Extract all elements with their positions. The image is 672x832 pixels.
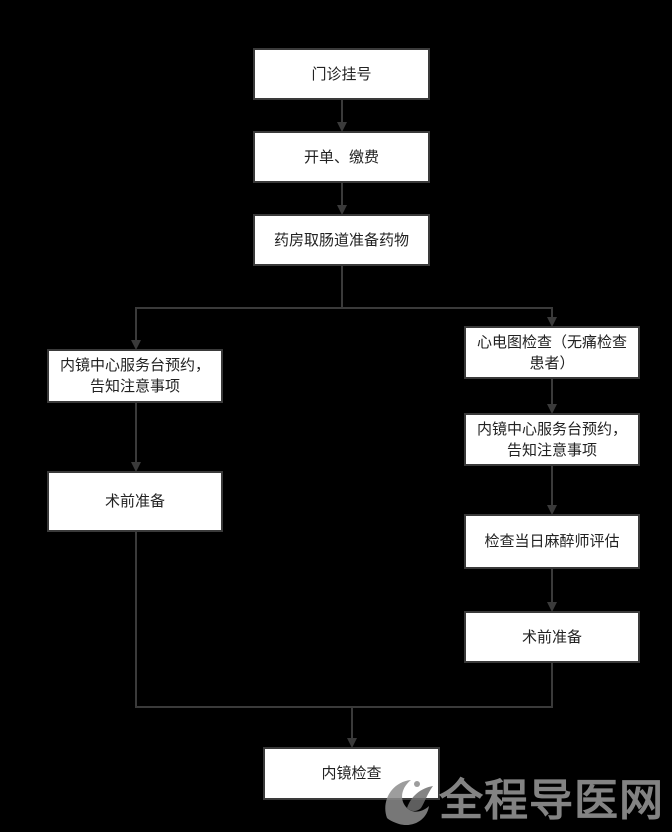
- node-billing: 开单、缴费: [253, 131, 430, 183]
- node-left-booking: 内镜中心服务台预约，告知注意事项: [47, 349, 223, 403]
- connector-left-merge: [135, 531, 352, 708]
- watermark-text: 全程导医网: [439, 775, 664, 826]
- crane-logo-icon: [385, 780, 433, 826]
- connector-right-merge: [352, 662, 553, 708]
- node-right-prep: 术前准备: [464, 611, 640, 663]
- node-anesthesia-eval: 检查当日麻醉师评估: [464, 514, 640, 569]
- node-endoscopy: 内镜检查: [263, 747, 440, 800]
- node-right-booking: 内镜中心服务台预约，告知注意事项: [464, 413, 640, 466]
- node-ecg: 心电图检查（无痛检查患者）: [464, 326, 640, 379]
- connector-split-right: [342, 307, 557, 327]
- watermark: 全程导医网: [377, 772, 664, 830]
- node-pharmacy: 药房取肠道准备药物: [253, 214, 430, 266]
- connector-pharmacy-split: [131, 265, 343, 350]
- node-registration: 门诊挂号: [253, 48, 430, 100]
- node-left-prep: 术前准备: [47, 471, 223, 532]
